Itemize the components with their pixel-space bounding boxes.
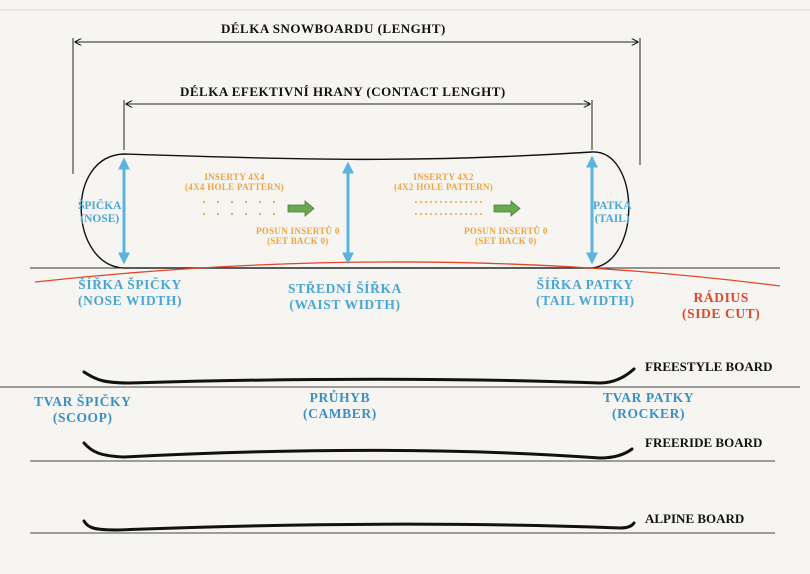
setback-arrow-right xyxy=(493,200,521,217)
nose-width-label: ŠÍŘKA ŠPIČKY (NOSE WIDTH) xyxy=(78,277,182,308)
length-dimension xyxy=(72,38,641,174)
setback-left-line2: (SET BACK 0) xyxy=(267,236,329,247)
inserts-4x2-line2: (4X2 HOLE PATTERN) xyxy=(394,182,494,193)
setback-left-line1: POSUN INSERTŮ 0 xyxy=(256,226,340,236)
freestyle-profile xyxy=(0,367,800,388)
inserts-4x2-label: INSERTY 4X2 (4X2 HOLE PATTERN) xyxy=(394,172,493,193)
scoop-label: TVAR ŠPIČKY (SCOOP) xyxy=(34,394,132,425)
board-length-label: DÉLKA SNOWBOARDU (LENGHT) xyxy=(221,21,446,36)
inserts-4x2-dots xyxy=(415,201,482,215)
tail-width-label: ŠÍŘKA PATKY (TAIL WIDTH) xyxy=(536,277,635,308)
waist-width-line1: STŘEDNÍ ŠÍŘKA xyxy=(288,281,402,296)
inserts-4x4-line2: (4X4 HOLE PATTERN) xyxy=(185,182,285,193)
nose-width-line2: (NOSE WIDTH) xyxy=(78,292,183,308)
setback-label-right: POSUN INSERTŮ 0 (SET BACK 0) xyxy=(464,226,548,247)
freestyle-board-label: FREESTYLE BOARD xyxy=(645,359,773,374)
contact-length-dimension xyxy=(123,100,593,150)
camber-line2: (CAMBER) xyxy=(303,405,377,421)
tail-label-line1: PATKA xyxy=(593,200,632,212)
nose-label-line1: ŠPIČKA xyxy=(78,200,122,212)
inserts-4x4-dots xyxy=(202,200,276,216)
sidecut-radius-arc xyxy=(34,261,781,287)
alpine-profile xyxy=(30,519,775,534)
scoop-line1: TVAR ŠPIČKY xyxy=(34,394,132,409)
radius-line2: (SIDE CUT) xyxy=(682,305,761,321)
camber-label: PRŮHYB (CAMBER) xyxy=(303,390,377,421)
rocker-label: TVAR PATKY (ROCKER) xyxy=(603,390,694,421)
nose-width-line1: ŠÍŘKA ŠPIČKY xyxy=(78,277,182,292)
freeride-profile xyxy=(30,441,775,462)
waist-width-line2: (WAIST WIDTH) xyxy=(289,296,401,312)
inserts-4x2-line1: INSERTY 4X2 xyxy=(413,172,474,182)
setback-right-line2: (SET BACK 0) xyxy=(475,236,537,247)
setback-right-line1: POSUN INSERTŮ 0 xyxy=(464,226,548,236)
nose-label-line2: (NOSE) xyxy=(80,213,120,226)
tail-width-line1: ŠÍŘKA PATKY xyxy=(536,277,634,292)
rocker-line2: (ROCKER) xyxy=(612,405,686,421)
tail-label-line2: (TAIL) xyxy=(594,213,630,226)
rocker-line1: TVAR PATKY xyxy=(603,390,695,405)
inserts-4x4-line1: INSERTY 4X4 xyxy=(204,172,265,182)
setback-label-left: POSUN INSERTŮ 0 (SET BACK 0) xyxy=(256,226,340,247)
tail-label: PATKA (TAIL) xyxy=(593,200,632,226)
radius-line1: RÁDIUS xyxy=(693,290,749,305)
nose-label: ŠPIČKA (NOSE) xyxy=(78,200,121,226)
radius-label: RÁDIUS (SIDE CUT) xyxy=(682,290,760,321)
inserts-4x4-label: INSERTY 4X4 (4X4 HOLE PATTERN) xyxy=(185,172,284,193)
camber-line1: PRŮHYB xyxy=(309,390,371,405)
tail-width-line2: (TAIL WIDTH) xyxy=(536,292,635,308)
setback-arrow-left xyxy=(287,200,315,217)
contact-length-label: DÉLKA EFEKTIVNÍ HRANY (CONTACT LENGHT) xyxy=(180,84,506,99)
freeride-board-label: FREERIDE BOARD xyxy=(645,435,763,450)
scoop-line2: (SCOOP) xyxy=(52,409,113,425)
board-outline xyxy=(80,151,630,269)
waist-width-label: STŘEDNÍ ŠÍŘKA (WAIST WIDTH) xyxy=(288,281,402,312)
alpine-board-label: ALPINE BOARD xyxy=(645,511,745,526)
